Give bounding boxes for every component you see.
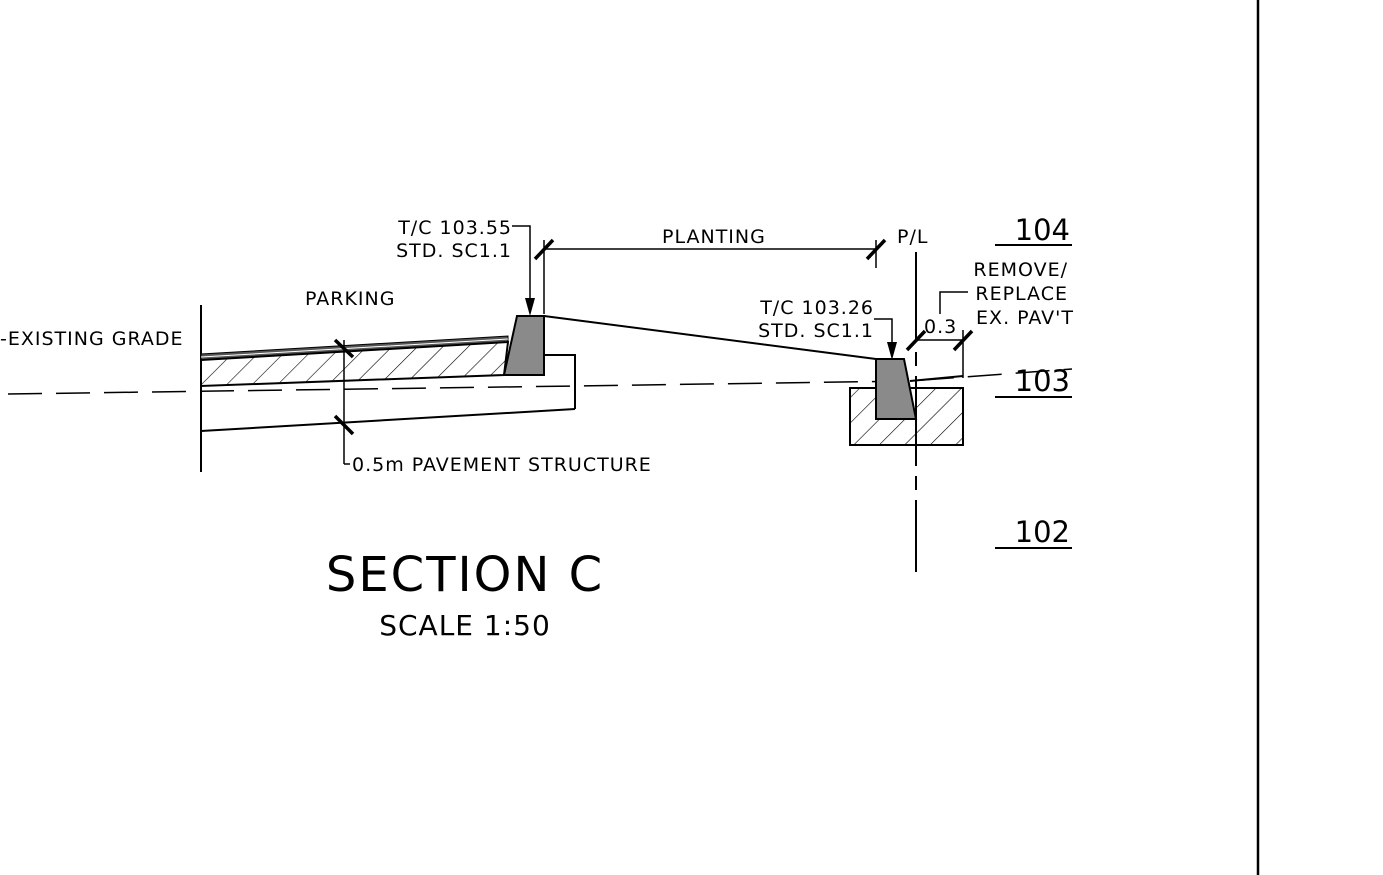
remove-label-line-2: REPLACE	[975, 283, 1068, 305]
right-curb	[875, 358, 918, 420]
existing-grade-label: -EXISTING GRADE	[0, 328, 184, 350]
existing-grade-line	[7, 368, 1073, 395]
section-scale: SCALE 1:50	[379, 609, 551, 642]
elevation-103-label: 103	[1015, 364, 1070, 398]
left-curb-leader	[512, 225, 535, 316]
remove-replace-leader	[939, 291, 968, 314]
right-curb-std-label: STD. SC1.1	[758, 320, 874, 342]
pavement-structure-label: 0.5m PAVEMENT STRUCTURE	[352, 454, 652, 476]
offset-dimension	[905, 329, 974, 378]
planting-label: PLANTING	[662, 226, 766, 248]
section-title: SECTION C	[326, 547, 604, 603]
left-curb	[502, 315, 545, 376]
left-curb-std-label: STD. SC1.1	[396, 240, 512, 262]
elevation-102-label: 102	[1015, 515, 1070, 549]
right-curb-leader	[874, 318, 897, 360]
parking-label: PARKING	[305, 288, 395, 310]
existing-pavement-line	[909, 375, 964, 382]
property-line-label: P/L	[897, 226, 928, 248]
offset-dimension-label: 0.3	[924, 316, 957, 338]
pavement-structure-dimension	[333, 338, 355, 465]
remove-label-line-3: EX. PAV'T	[976, 307, 1074, 329]
right-curb-tc-label: T/C 103.26	[759, 297, 874, 319]
remove-label-line-1: REMOVE/	[973, 259, 1068, 281]
planting-slope-line	[543, 315, 877, 360]
planting-dimension	[533, 238, 887, 314]
left-curb-tc-label: T/C 103.55	[397, 217, 512, 239]
elevation-104-label: 104	[1015, 213, 1070, 247]
parking-pavement	[200, 335, 576, 432]
